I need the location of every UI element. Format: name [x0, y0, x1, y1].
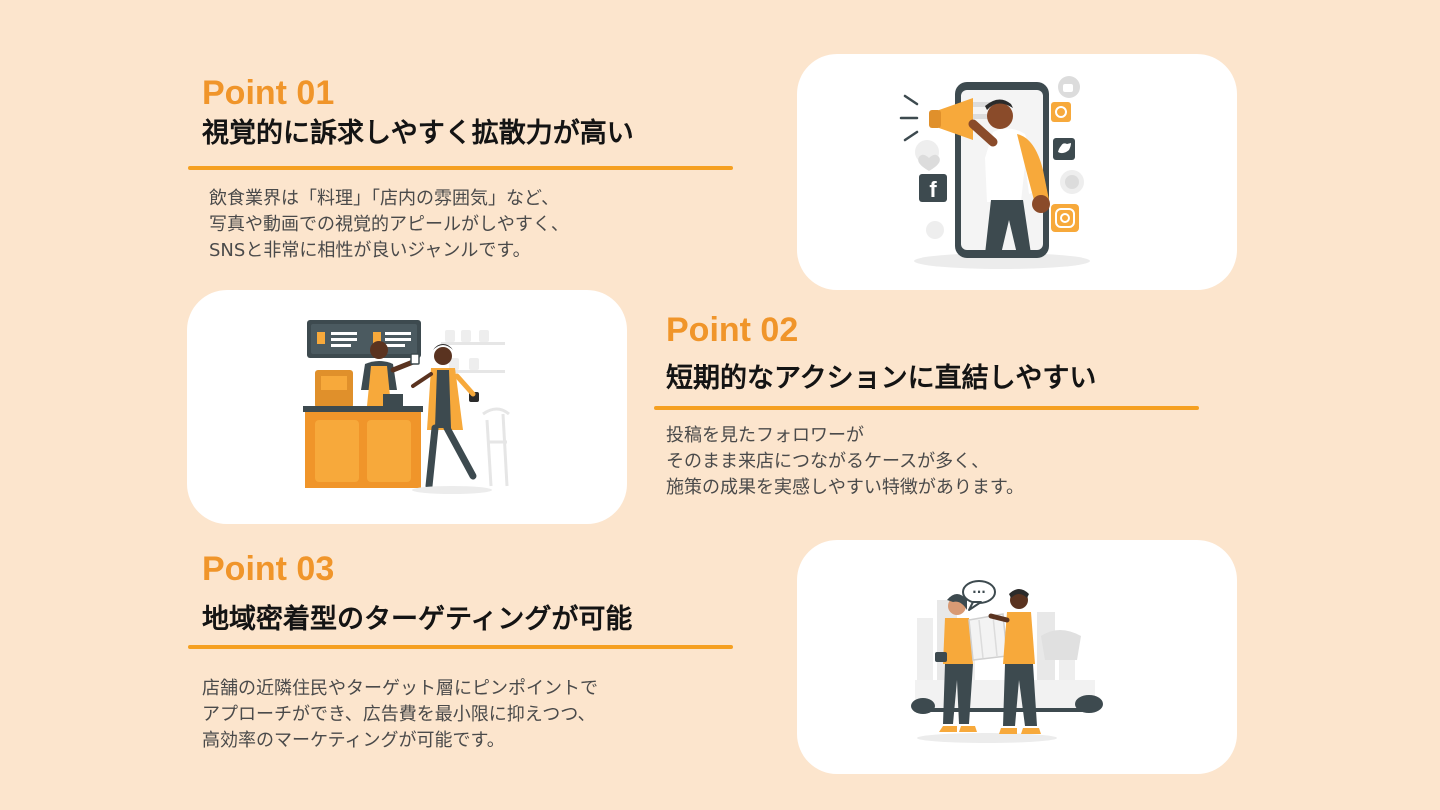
- point-03-line: 高効率のマーケティングが可能です。: [202, 730, 505, 751]
- point-02-label: Point 02: [666, 311, 799, 349]
- point-01-heading: 視覚的に訴求しやすく拡散力が高い: [202, 118, 634, 149]
- whatsapp-icon: [1051, 102, 1071, 122]
- profile-icon: [1065, 175, 1079, 189]
- point-03-line: アプローチができ、広告費を最小限に抑えつつ、: [202, 704, 596, 725]
- facebook-icon: f: [919, 174, 947, 202]
- point-02-description: 投稿を見たフォロワーが そのまま来店につながるケースが多く、 施策の成果を実感し…: [666, 423, 1024, 501]
- point-01-description: 飲食業界は「料理」「店内の雰囲気」など、 写真や動画での視覚的アピールがしやすく…: [209, 186, 569, 264]
- point-03-line: 店舗の近隣住民やターゲット層にピンポイントで: [202, 678, 598, 699]
- point-03-label: Point 03: [202, 550, 335, 588]
- point-01-line: SNSと非常に相性が良いジャンルです。: [209, 240, 531, 261]
- like-icon: [1058, 76, 1080, 98]
- point-02-line: 投稿を見たフォロワーが: [666, 425, 864, 446]
- point-01-label: Point 01: [202, 74, 335, 112]
- point-03-heading: 地域密着型のターゲティングが可能: [202, 604, 633, 635]
- speech-bubble-dots: ···: [972, 585, 986, 599]
- point-02-illustration-card: [187, 290, 627, 524]
- point-02-heading: 短期的なアクションに直結しやすい: [666, 363, 1097, 394]
- speech-bubble: ···: [962, 580, 996, 611]
- point-01-line: 飲食業界は「料理」「店内の雰囲気」など、: [209, 188, 560, 209]
- megaphone-phone-illustration: f: [899, 76, 1090, 269]
- point-03-illustration-card: ···: [797, 540, 1237, 774]
- point-02-line: 施策の成果を実感しやすい特徴があります。: [666, 477, 1025, 498]
- point-01-illustration-card: f: [797, 54, 1237, 290]
- cafe-counter-illustration: [303, 320, 510, 494]
- point-02-underline: [654, 406, 1199, 410]
- point-03-description: 店舗の近隣住民やターゲット層にピンポイントで アプローチができ、広告費を最小限に…: [202, 676, 598, 754]
- point-03-underline: [188, 645, 733, 649]
- point-01-line: 写真や動画での視覚的アピールがしやすく、: [209, 214, 569, 235]
- local-map-illustration: ···: [911, 580, 1103, 743]
- svg-text:f: f: [929, 177, 937, 202]
- point-02-line: そのまま来店につながるケースが多く、: [666, 451, 990, 472]
- instagram-icon: [1051, 204, 1079, 232]
- twitter-icon: [1053, 138, 1075, 160]
- point-01-underline: [188, 166, 733, 170]
- heart-icon: [918, 154, 940, 171]
